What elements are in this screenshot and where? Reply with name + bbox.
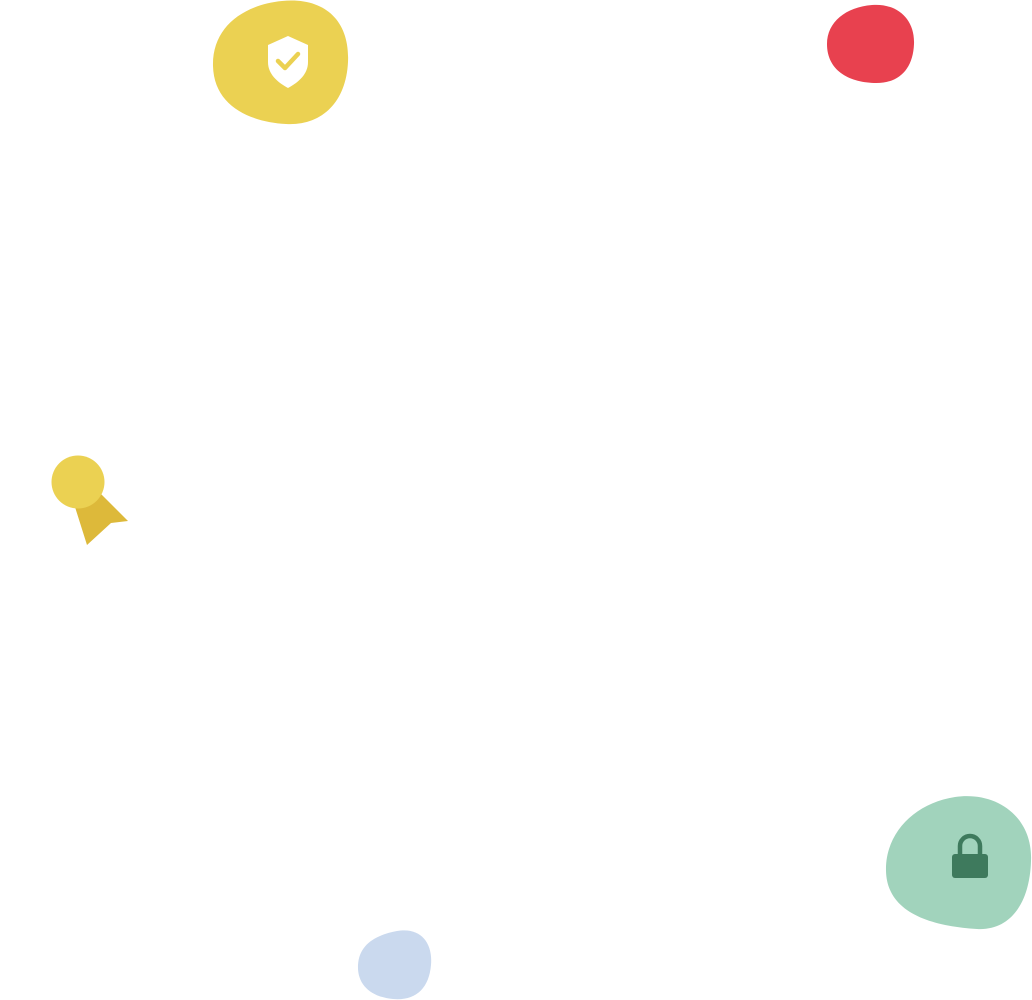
lock-icon	[952, 833, 988, 878]
shield-check-icon	[268, 36, 308, 88]
shield-badge	[212, 0, 349, 125]
award-medal	[51, 455, 105, 509]
blue-blob	[357, 930, 432, 1000]
award-ribbon-icon	[51, 455, 128, 545]
lock-badge	[885, 796, 1032, 930]
red-blob	[827, 4, 915, 84]
